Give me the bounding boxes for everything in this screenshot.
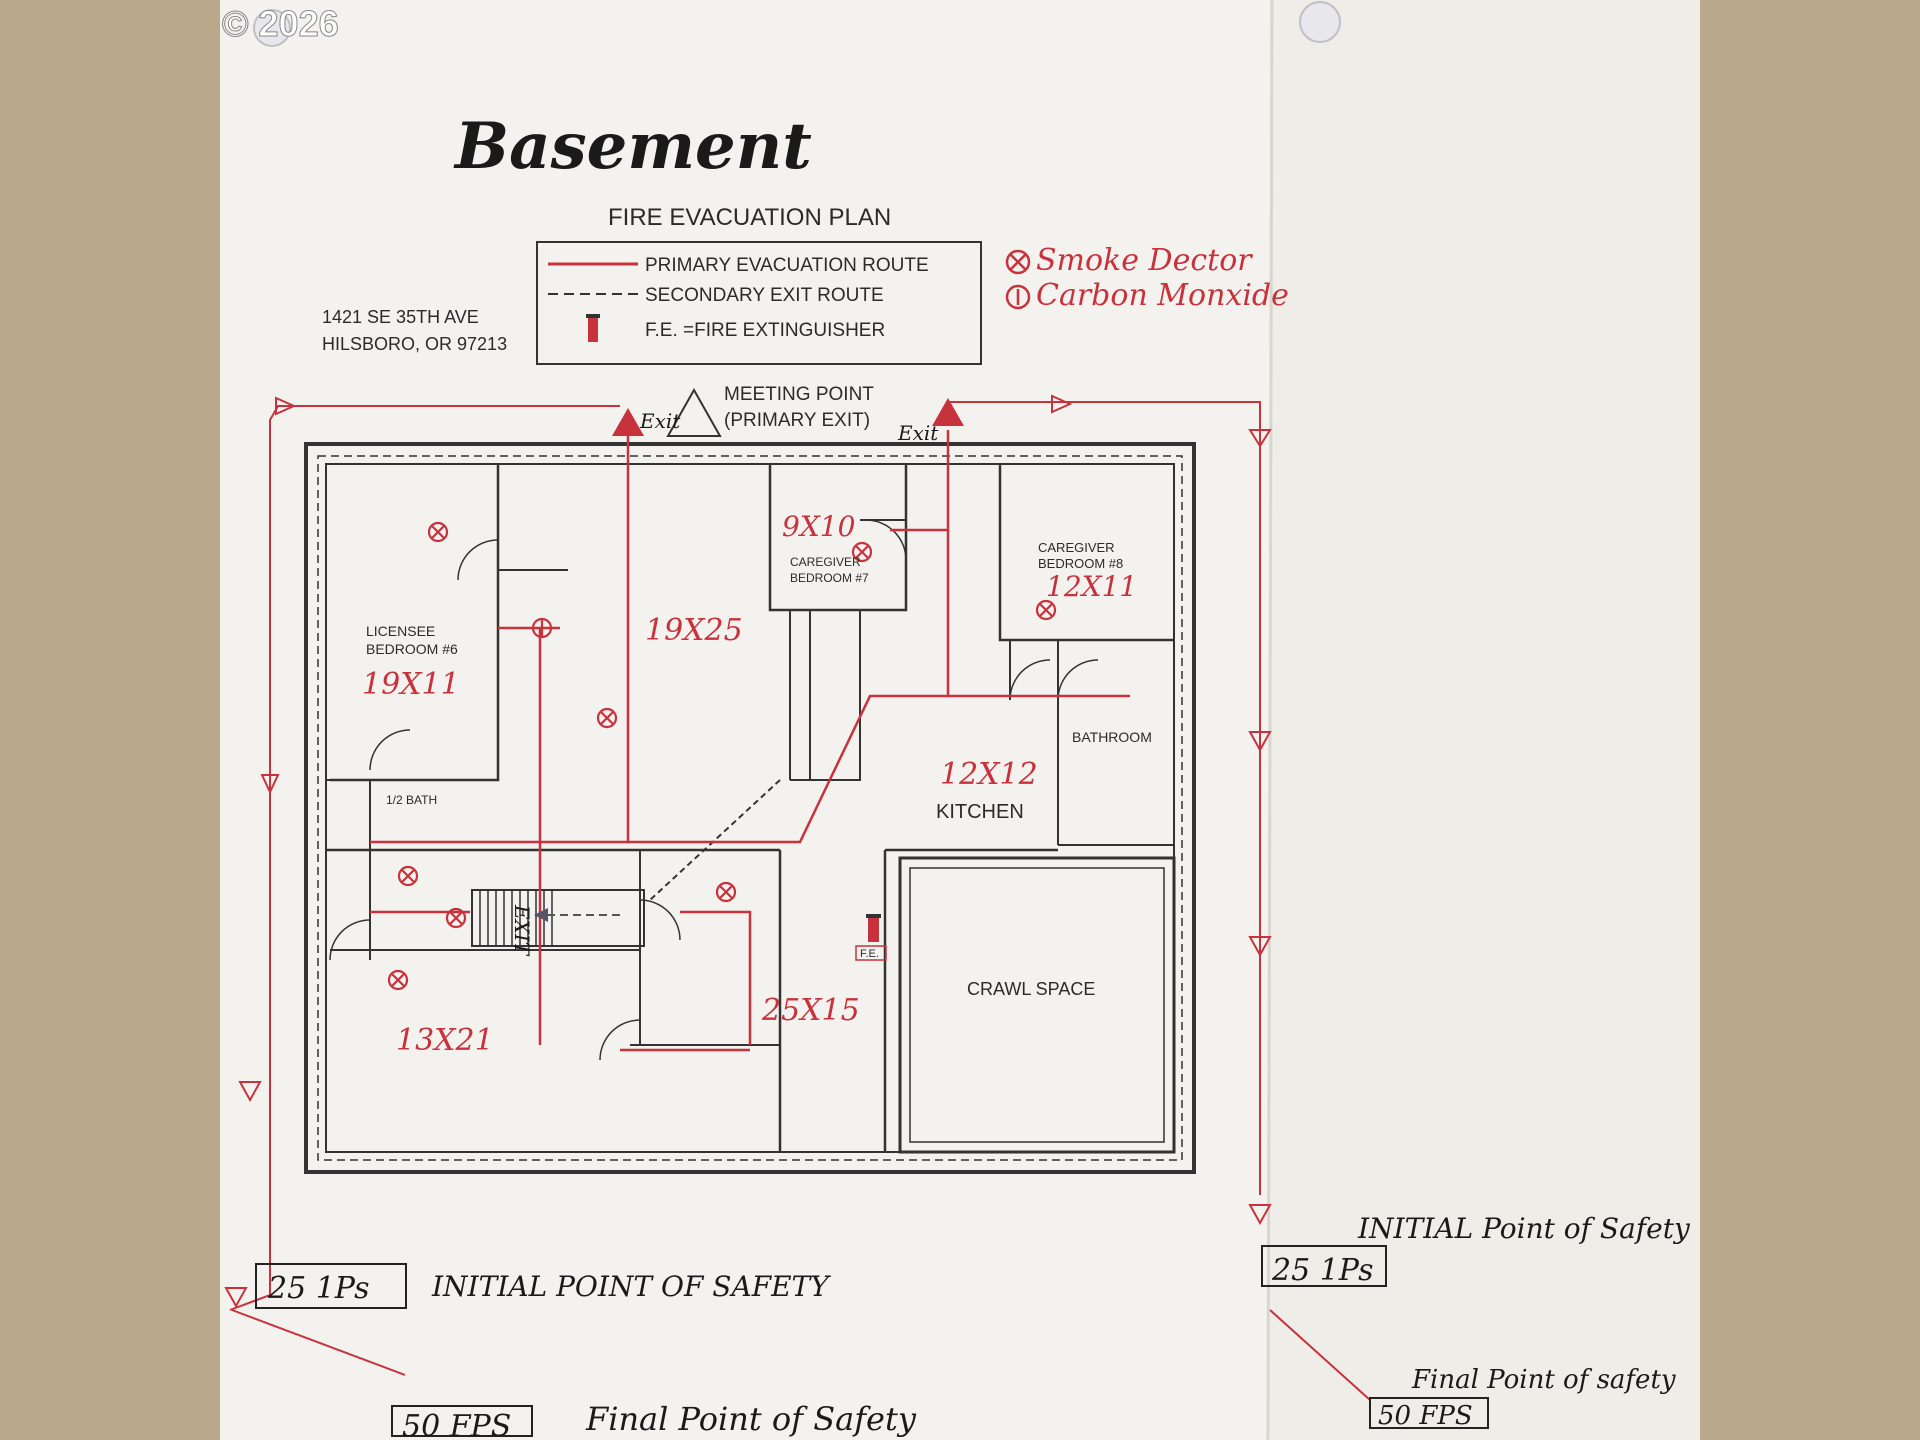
exit-label-right: Exit xyxy=(897,421,939,445)
bedroom8-label-2: BEDROOM #8 xyxy=(1038,556,1123,571)
smoke-detector-icon xyxy=(1035,599,1057,621)
bedroom6-label-1: LICENSEE xyxy=(366,623,435,639)
right-initial-box-text: 25 1Ps xyxy=(1271,1253,1374,1288)
bedroom7-label-2: BEDROOM #7 xyxy=(790,571,869,585)
co-detector-label: Carbon Monxide xyxy=(1036,278,1289,313)
watermark: © 2026 xyxy=(222,3,339,44)
legend: PRIMARY EVACUATION ROUTE SECONDARY EXIT … xyxy=(536,241,982,365)
legend-extinguisher-label: F.E. =FIRE EXTINGUISHER xyxy=(645,320,885,341)
left-initial-box-text: 25 1Ps xyxy=(267,1271,370,1306)
exit-label-stairs: EXIT xyxy=(510,904,534,957)
bathroom-label: BATHROOM xyxy=(1072,729,1152,745)
bedroom6-label-2: BEDROOM #6 xyxy=(366,641,458,657)
left-initial-box xyxy=(255,1263,407,1309)
left-initial-text: INITIAL POINT OF SAFETY xyxy=(431,1270,831,1303)
extinguisher-icon xyxy=(855,914,887,961)
co-detector-icon xyxy=(531,617,553,639)
push-pin-left xyxy=(253,9,291,47)
extinguisher-icon xyxy=(586,314,600,342)
bedroom8-label-1: CAREGIVER xyxy=(1038,540,1115,555)
left-final-text: Final Point of Safety xyxy=(585,1400,917,1438)
smoke-detector-icon xyxy=(715,881,737,903)
address-line1: 1421 SE 35TH AVE xyxy=(322,307,479,327)
left-final-box xyxy=(391,1405,533,1437)
exit-arrow-left xyxy=(612,408,644,436)
outer-wall xyxy=(304,442,1196,1174)
background-right xyxy=(1700,0,1920,1440)
address-line2: HILSBORO, OR 97213 xyxy=(322,334,507,354)
right-initial-text: INITIAL Point of Safety xyxy=(1357,1212,1691,1245)
left-paper-sheet xyxy=(220,0,1300,1440)
exit-label-left: Exit xyxy=(639,409,681,433)
crawl-space-label: CRAWL SPACE xyxy=(967,979,1095,999)
smoke-detector-label: Smoke Dector xyxy=(1036,243,1253,278)
smoke-detectors xyxy=(387,521,1057,991)
plan-title: FIRE EVACUATION PLAN xyxy=(608,204,891,231)
kitchen-size: 12X12 xyxy=(940,757,1038,792)
meeting-point-triangle xyxy=(666,387,722,437)
right-final-box-text: 50 FPS xyxy=(1378,1401,1473,1431)
half-bath-label: 1/2 BATH xyxy=(386,793,437,807)
paper-fold xyxy=(1266,0,1274,1440)
bedroom7-size: 9X10 xyxy=(782,510,855,543)
bedroom7-label-1: CAREGIVER xyxy=(790,555,861,569)
right-paper-sheet xyxy=(1270,0,1700,1440)
perimeter-route xyxy=(224,394,1371,1401)
right-initial-box xyxy=(1261,1245,1387,1287)
smoke-detector-icon xyxy=(1005,249,1031,275)
smoke-detector-icon xyxy=(445,907,467,929)
family-room-size: 19X25 xyxy=(645,613,743,648)
smoke-detector-icon xyxy=(387,969,409,991)
room-sw-size: 13X21 xyxy=(396,1023,494,1058)
left-final-box-text: 50 FPS xyxy=(402,1409,511,1440)
smoke-detector-icon xyxy=(851,541,873,563)
co-detector-icon xyxy=(1005,284,1031,310)
exit-arrow-right xyxy=(932,398,964,426)
smoke-detector-icon xyxy=(596,707,618,729)
background-left xyxy=(0,0,220,1440)
fe-label: F.E. xyxy=(860,948,879,960)
legend-primary-label: PRIMARY EVACUATION ROUTE xyxy=(645,255,929,276)
right-final-text: Final Point of safety xyxy=(1411,1365,1676,1395)
kitchen-label: KITCHEN xyxy=(936,801,1024,823)
crawl-space-wall xyxy=(898,856,1176,1154)
stair-exit-arrowhead xyxy=(534,908,548,922)
primary-route xyxy=(370,430,1130,1052)
bedroom8-size: 12X11 xyxy=(1046,570,1137,603)
smoke-detector-icon xyxy=(427,521,449,543)
bedroom6-size: 19X11 xyxy=(362,667,460,702)
meeting-point-line2: (PRIMARY EXIT) xyxy=(724,410,870,431)
legend-secondary-label: SECONDARY EXIT ROUTE xyxy=(645,285,884,306)
floor-plan xyxy=(304,442,1196,1174)
push-pin-right xyxy=(1299,1,1341,43)
right-final-box xyxy=(1369,1397,1489,1429)
meeting-point-line1: MEETING POINT xyxy=(724,384,874,405)
room-mid-size: 25X15 xyxy=(761,993,860,1028)
smoke-detector-icon xyxy=(397,865,419,887)
handwritten-legend: Smoke Dector Carbon Monxide xyxy=(1005,243,1289,313)
page-title: Basement xyxy=(453,109,812,184)
